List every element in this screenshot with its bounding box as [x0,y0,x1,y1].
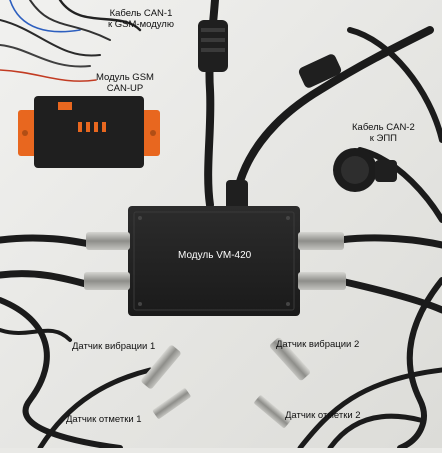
can2-connectors [298,54,397,192]
can1-label-line2: к GSM-модулю [108,19,174,30]
mark-sensor-1 [152,388,191,419]
gsm-label-line1: Модуль GSM [96,72,154,83]
can1-label: Кабель CAN-1 к GSM-модулю [108,8,174,30]
vib1-label: Датчик вибрации 1 [72,341,156,352]
vibration-sensor-1 [141,345,181,389]
vm420-module [128,206,300,316]
mark-sensor-2 [254,395,291,428]
can1-connector [198,20,228,72]
vib2-label: Датчик вибрации 2 [276,339,360,350]
gsm-module [18,96,160,168]
thin-wires [0,0,142,82]
gland-connectors [84,232,346,290]
gsm-label: Модуль GSM CAN-UP [96,72,154,94]
can2-label-line2: к ЭПП [369,133,398,144]
top-connector [226,180,248,210]
mark2-label: Датчик отметки 2 [285,410,361,421]
vm420-label: Модуль VM-420 [178,250,252,261]
can1-label-line1: Кабель CAN-1 [109,8,173,19]
can2-label-line1: Кабель CAN-2 [352,122,415,133]
can2-label: Кабель CAN-2 к ЭПП [352,122,415,144]
gsm-label-line2: CAN-UP [106,83,144,94]
vibration-sensor-2 [269,337,311,381]
mark1-label: Датчик отметки 1 [66,414,142,425]
